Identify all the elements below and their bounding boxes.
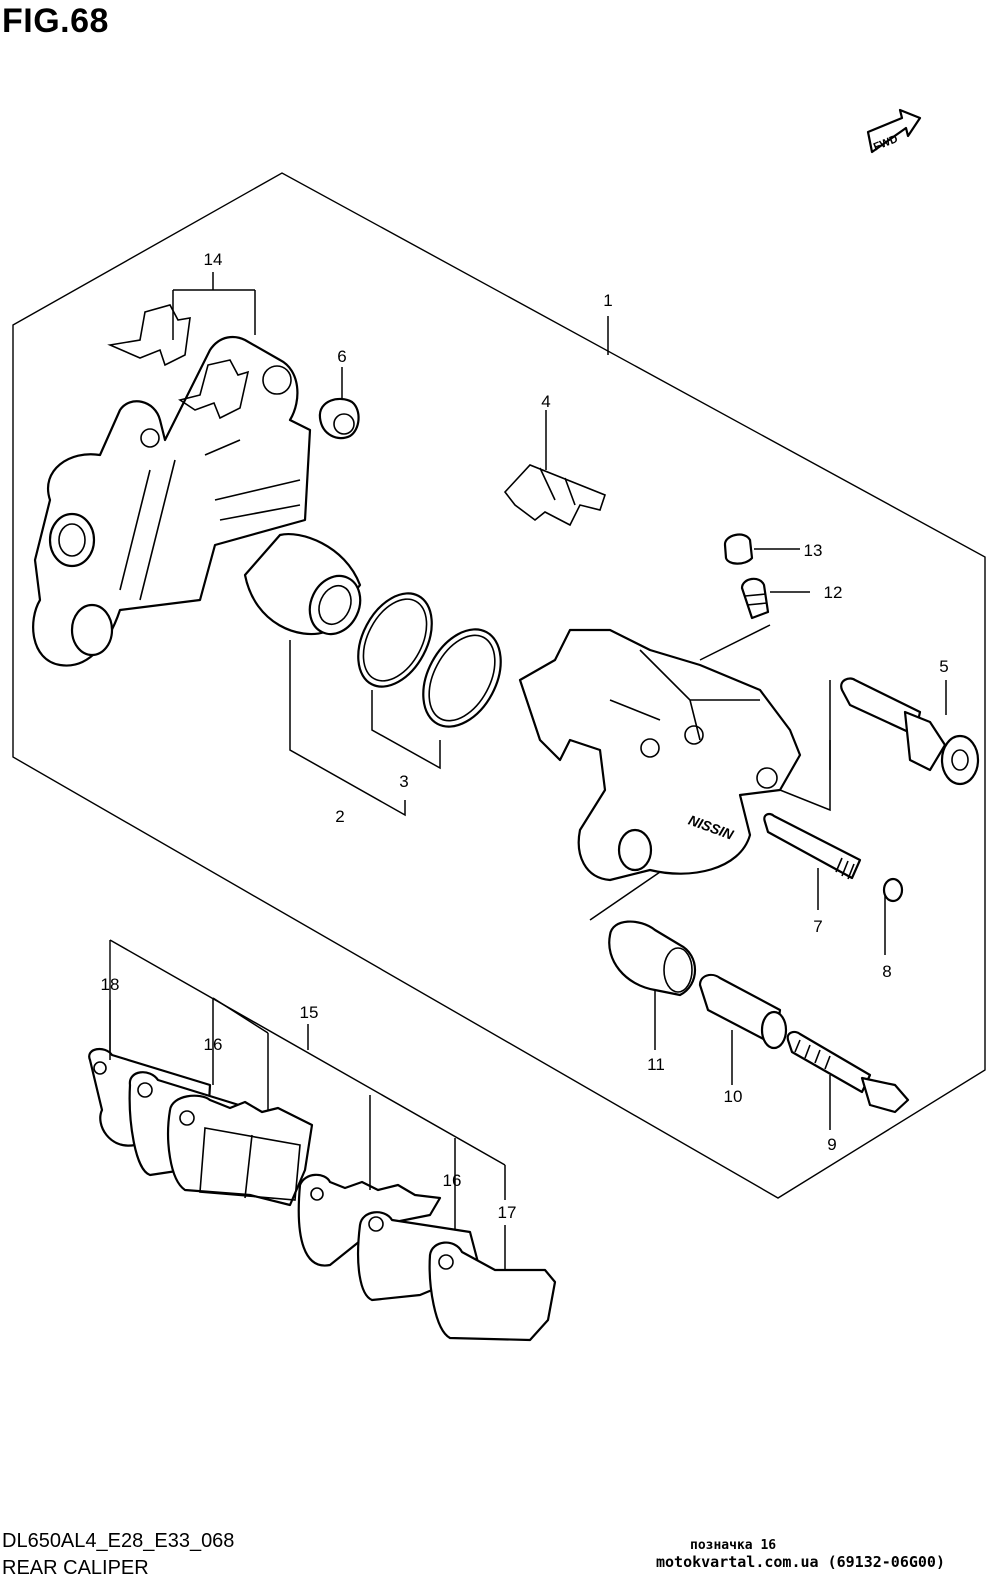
mounting-bolt xyxy=(786,1030,910,1114)
sleeve-boot xyxy=(608,920,696,997)
sleeve xyxy=(698,973,788,1050)
pad-right-spring-plate xyxy=(428,1241,557,1342)
callout-10: 10 xyxy=(724,1087,743,1106)
leader-lines xyxy=(109,272,947,1270)
pad-left xyxy=(167,1094,314,1207)
callout-6: 6 xyxy=(337,347,346,366)
bleeder-cap xyxy=(723,533,754,565)
callout-12: 12 xyxy=(824,583,843,602)
callout-11: 11 xyxy=(647,1055,665,1074)
callout-3: 3 xyxy=(399,772,408,791)
callout-5: 5 xyxy=(939,657,948,676)
callout-9: 9 xyxy=(827,1135,836,1154)
callout-1: 1 xyxy=(603,291,612,310)
pad-pin-clip xyxy=(882,877,904,903)
callout-4: 4 xyxy=(541,392,550,411)
watermark-line-1: позначка 16 xyxy=(690,1538,777,1553)
figure-title: FIG.68 xyxy=(2,2,109,40)
callout-13: 13 xyxy=(804,541,823,560)
pad-pin xyxy=(763,812,862,880)
slide-pin xyxy=(840,677,980,786)
callout-16-left: 16 xyxy=(204,1035,223,1054)
caliper-assembly-outline xyxy=(12,172,986,1199)
callout-numbers: 1 2 3 4 5 6 7 8 9 10 11 12 13 14 15 16 1… xyxy=(101,250,949,1222)
callout-15: 15 xyxy=(300,1003,319,1022)
callout-7: 7 xyxy=(813,917,822,936)
piston xyxy=(243,533,362,636)
bracket-pad-clips xyxy=(107,304,250,420)
diagram-code: DL650AL4_E28_E33_068 xyxy=(2,1530,235,1552)
watermark-line-2: motokvartal.com.ua (69132-06G00) xyxy=(656,1553,945,1571)
callout-8: 8 xyxy=(882,962,891,981)
bleeder-valve xyxy=(740,577,770,620)
piston-seals xyxy=(357,592,502,728)
forward-arrow-icon: FWD xyxy=(866,108,922,154)
callout-18: 18 xyxy=(101,975,120,994)
diagram-caption: REAR CALIPER xyxy=(2,1557,149,1579)
caliper-body: NISSIN xyxy=(518,628,802,882)
callout-16-right: 16 xyxy=(443,1171,462,1190)
callout-17: 17 xyxy=(498,1203,517,1222)
callout-14: 14 xyxy=(204,250,223,269)
pad-spring xyxy=(503,464,606,527)
caliper-bracket xyxy=(32,335,312,667)
callout-2: 2 xyxy=(335,807,344,826)
bracket-boot xyxy=(318,397,360,440)
